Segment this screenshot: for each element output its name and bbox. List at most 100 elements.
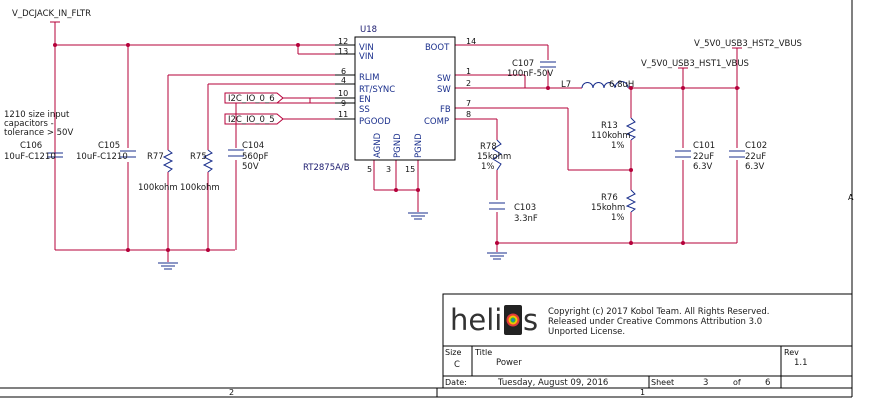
- frame-col-2: 2: [229, 388, 234, 397]
- c104-ref: C104: [242, 141, 264, 151]
- junctions: [53, 43, 739, 252]
- svg-text:7: 7: [466, 99, 471, 108]
- svg-text:8: 8: [466, 110, 471, 119]
- svg-text:heli: heli: [450, 303, 502, 337]
- title-value: Power: [496, 358, 522, 368]
- svg-text:FB: FB: [440, 105, 451, 115]
- power-flags: [50, 21, 742, 69]
- c101-rating: 6.3V: [693, 162, 713, 172]
- date-value: Tuesday, August 09, 2016: [497, 378, 608, 388]
- c104-value: 560pF: [242, 152, 269, 162]
- svg-text:PGND: PGND: [393, 133, 403, 158]
- c103-symbol: [489, 202, 505, 210]
- svg-text:PGND: PGND: [414, 133, 424, 158]
- of-label: of: [733, 378, 741, 387]
- svg-text:6: 6: [341, 67, 346, 76]
- l7-value: 6.8uH: [609, 80, 634, 90]
- r77-value: 100kohm: [138, 183, 178, 193]
- title-block: heli s Copyright (c) 2017 Kobol Team. Al…: [442, 293, 853, 389]
- c102-value: 22uF: [745, 152, 766, 162]
- rev-value: 1.1: [794, 358, 808, 368]
- c101-value: 22uF: [693, 152, 714, 162]
- c107-value: 100nF-50V: [507, 69, 553, 79]
- inductor-l7-symbol: [581, 81, 629, 89]
- r78-ref: R78: [480, 142, 497, 152]
- size-value: C: [454, 360, 460, 370]
- r76-tol: 1%: [611, 213, 625, 223]
- r13-symbol: [625, 117, 637, 141]
- c106-ref: C106: [20, 141, 42, 151]
- l7-ref: L7: [561, 80, 571, 90]
- capacitor-note-line-1: 1210 size input: [4, 110, 70, 120]
- r75-ref: R75: [190, 152, 207, 162]
- r75-symbol: [202, 149, 214, 173]
- connector-i2c-io-0-6: [224, 92, 284, 104]
- c106-value: 10uF-C1210: [4, 152, 56, 162]
- c105-value: 10uF-C1210: [76, 152, 128, 162]
- frame-row-a: A: [848, 193, 854, 202]
- svg-text:BOOT: BOOT: [425, 43, 450, 53]
- svg-text:12: 12: [338, 37, 348, 46]
- c104-rating: 50V: [242, 162, 259, 172]
- r78-value: 15kohm: [477, 152, 511, 162]
- sheets-value: 6: [765, 378, 770, 388]
- c101-ref: C101: [693, 141, 715, 151]
- svg-text:COMP: COMP: [424, 117, 449, 127]
- helios-logo: heli s: [450, 303, 538, 337]
- c101-symbol: [675, 150, 691, 158]
- copyright-line-2: Released under Creative Commons Attribut…: [548, 317, 762, 327]
- svg-text:2: 2: [466, 79, 471, 88]
- ground-icon: [487, 252, 507, 260]
- svg-text:14: 14: [466, 37, 476, 46]
- svg-text:SS: SS: [359, 105, 370, 115]
- svg-text:5: 5: [367, 165, 372, 174]
- net-label-hst2: V_5V0_USB3_HST2_VBUS: [694, 39, 802, 49]
- c102-ref: C102: [745, 141, 767, 151]
- c102-symbol: [729, 150, 745, 158]
- capacitor-symbols: [47, 61, 745, 210]
- copyright-line-1: Copyright (c) 2017 Kobol Team. All Right…: [548, 307, 769, 317]
- svg-text:1: 1: [466, 67, 471, 76]
- svg-text:PGOOD: PGOOD: [359, 117, 391, 127]
- svg-text:AGND: AGND: [373, 132, 383, 158]
- c105-ref: C105: [98, 141, 120, 151]
- connector-i2c-io-0-5: [224, 113, 284, 125]
- date-label: Date:: [445, 378, 467, 387]
- svg-text:3: 3: [386, 165, 391, 174]
- capacitor-note-line-3: tolerance > 50V: [4, 128, 73, 138]
- r13-ref: R13: [601, 121, 618, 131]
- c102-rating: 6.3V: [745, 162, 765, 172]
- ic-right-pins: 14 BOOT 1 SW 2 SW 7 FB 8 COMP: [424, 37, 476, 127]
- size-label: Size: [445, 348, 462, 357]
- r78-symbol: [492, 139, 502, 171]
- svg-text:13: 13: [338, 47, 348, 56]
- svg-text:s: s: [523, 303, 538, 337]
- ic-part: RT2875A/B: [303, 163, 350, 173]
- c103-value: 3.3nF: [514, 214, 538, 224]
- ic-ref: U18: [360, 25, 377, 35]
- svg-text:9: 9: [341, 99, 346, 108]
- svg-text:SW: SW: [437, 74, 451, 84]
- r77-ref: R77: [147, 152, 164, 162]
- svg-text:10: 10: [338, 89, 348, 98]
- rev-label: Rev: [784, 348, 799, 357]
- r76-value: 15kohm: [591, 203, 625, 213]
- svg-text:SW: SW: [437, 85, 451, 95]
- wires: [54, 22, 740, 262]
- r13-value: 110kohm: [591, 131, 631, 141]
- r77-symbol: [162, 149, 174, 173]
- ground-symbols: [158, 212, 507, 270]
- sheet-value: 3: [703, 378, 708, 388]
- frame-col-1: 1: [640, 388, 645, 397]
- c104-symbol: [228, 149, 244, 157]
- svg-text:VIN: VIN: [359, 52, 374, 62]
- ground-icon: [158, 262, 178, 270]
- net-label-hst1: V_5V0_USB3_HST1_VBUS: [641, 59, 749, 69]
- svg-text:EN: EN: [359, 95, 371, 105]
- copyright-line-3: Unported License.: [548, 327, 625, 337]
- svg-text:15: 15: [405, 165, 415, 174]
- svg-text:RLIM: RLIM: [359, 73, 379, 83]
- r76-symbol: [625, 189, 637, 213]
- c103-ref: C103: [514, 203, 536, 213]
